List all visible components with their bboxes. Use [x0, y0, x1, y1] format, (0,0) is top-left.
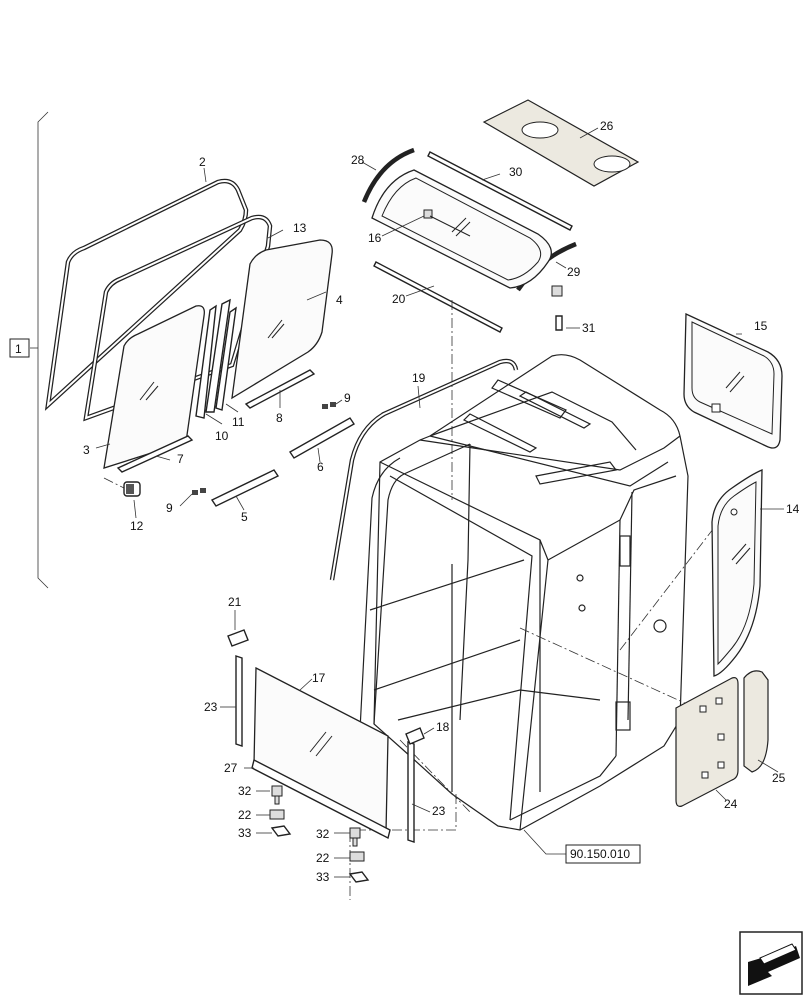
part-11-channel[interactable] — [205, 298, 231, 413]
part-32-bolt-b[interactable] — [349, 827, 361, 847]
callout-21[interactable]: 21 — [228, 595, 242, 609]
part-12-knob[interactable] — [103, 477, 141, 497]
part-14-glass[interactable] — [711, 469, 763, 677]
part-33-washer-a[interactable] — [270, 825, 292, 837]
part-30-strip[interactable] — [427, 151, 573, 231]
callout-33b[interactable]: 33 — [316, 870, 330, 884]
part-15-glass[interactable] — [683, 312, 783, 449]
part-33-washer-b[interactable] — [348, 871, 370, 883]
part-10-channel[interactable] — [195, 304, 217, 419]
item-1-box[interactable] — [9, 338, 30, 358]
leader-lines — [95, 127, 784, 878]
callout-31[interactable]: 31 — [582, 321, 596, 335]
callout-26[interactable]: 26 — [600, 119, 614, 133]
part-31-bolt[interactable] — [551, 285, 563, 297]
callout-32b[interactable]: 32 — [316, 827, 330, 841]
callout-23a[interactable]: 23 — [204, 700, 218, 714]
part-19-seal[interactable] — [329, 358, 519, 581]
callout-22a[interactable]: 22 — [238, 808, 252, 822]
part-9-screws-b[interactable] — [322, 402, 336, 409]
callout-24[interactable]: 24 — [724, 797, 738, 811]
part-21-clip[interactable] — [227, 629, 249, 647]
callout-3[interactable]: 3 — [83, 443, 90, 457]
part-3-glass[interactable] — [103, 305, 205, 469]
callout-9b[interactable]: 9 — [344, 391, 351, 405]
callout-16[interactable]: 16 — [368, 231, 382, 245]
callout-6[interactable]: 6 — [317, 460, 324, 474]
part-24-panel[interactable] — [675, 677, 739, 807]
callout-33a[interactable]: 33 — [238, 826, 252, 840]
callout-18[interactable]: 18 — [436, 720, 450, 734]
callout-23b[interactable]: 23 — [432, 804, 446, 818]
callout-29[interactable]: 29 — [567, 265, 581, 279]
back-arrow-icon[interactable] — [739, 931, 803, 995]
part-25-panel[interactable] — [743, 670, 769, 773]
part-8-strip[interactable] — [244, 369, 316, 409]
part-20-strip[interactable] — [373, 261, 503, 333]
part-28-seal[interactable] — [361, 147, 415, 203]
callout-19[interactable]: 19 — [412, 371, 426, 385]
part-13-seal[interactable] — [83, 214, 273, 422]
callout-15[interactable]: 15 — [754, 319, 768, 333]
part-18-clip[interactable] — [405, 727, 425, 745]
part-7-strip[interactable] — [116, 435, 194, 473]
callout-25[interactable]: 25 — [772, 771, 786, 785]
part-5-rail[interactable] — [210, 469, 280, 507]
cab-frame — [359, 354, 689, 831]
part-26-hole-right — [593, 155, 631, 173]
part-4-glass[interactable] — [231, 239, 333, 400]
part-23-strip-left[interactable] — [235, 655, 243, 747]
callout-7[interactable]: 7 — [177, 452, 184, 466]
callout-20[interactable]: 20 — [392, 292, 406, 306]
callout-27[interactable]: 27 — [224, 761, 238, 775]
part-11-channel-b[interactable] — [215, 306, 237, 411]
part-22-nut-b[interactable] — [349, 851, 365, 862]
reference-label: 90.150.010 — [570, 847, 630, 861]
part-22-nut-a[interactable] — [269, 809, 285, 820]
reference-box[interactable]: 90.150.010 — [565, 844, 641, 864]
callout-8[interactable]: 8 — [276, 411, 283, 425]
part-23-strip-right[interactable] — [407, 741, 415, 843]
callout-10[interactable]: 10 — [215, 429, 229, 443]
callout-30[interactable]: 30 — [509, 165, 523, 179]
callout-labels: 1 2 3 4 5 6 7 8 9 9 10 11 12 13 14 15 16… — [15, 119, 800, 884]
callout-4[interactable]: 4 — [336, 293, 343, 307]
callout-9a[interactable]: 9 — [166, 501, 173, 515]
callout-5[interactable]: 5 — [241, 510, 248, 524]
callout-28[interactable]: 28 — [351, 153, 365, 167]
callout-17[interactable]: 17 — [312, 671, 326, 685]
part-27-strip[interactable] — [251, 758, 391, 840]
part-26-hole-left — [521, 121, 559, 139]
part-32-bolt-a[interactable] — [271, 785, 283, 805]
callout-13[interactable]: 13 — [293, 221, 307, 235]
callout-32a[interactable]: 32 — [238, 784, 252, 798]
part-26-mat[interactable] — [482, 99, 640, 187]
callout-1[interactable]: 1 — [15, 342, 22, 356]
group-bracket — [9, 111, 49, 589]
callout-22b[interactable]: 22 — [316, 851, 330, 865]
callout-11[interactable]: 11 — [232, 415, 245, 429]
callout-12[interactable]: 12 — [130, 519, 144, 533]
callout-14[interactable]: 14 — [786, 502, 800, 516]
callout-2[interactable]: 2 — [199, 155, 206, 169]
part-6-rail[interactable] — [289, 417, 355, 459]
part-16-glass[interactable] — [371, 169, 552, 289]
part-9-screws-a[interactable] — [192, 488, 206, 495]
